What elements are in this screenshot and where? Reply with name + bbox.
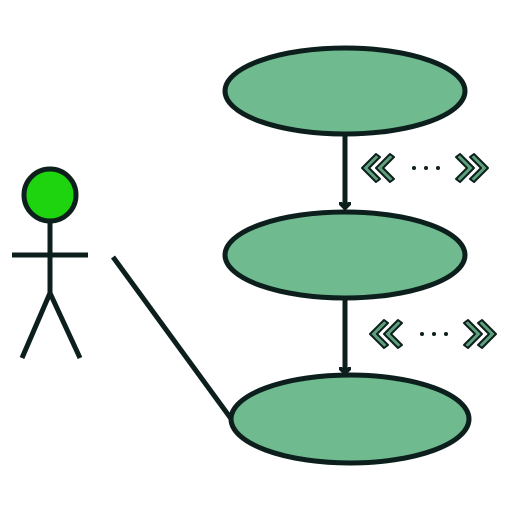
use-case-1-shape bbox=[222, 45, 468, 137]
left-guillemet-icon bbox=[361, 153, 395, 183]
actor-left-leg bbox=[19, 292, 53, 359]
left-guillemet-icon bbox=[369, 319, 403, 349]
ellipsis-icon bbox=[420, 332, 448, 336]
right-guillemet-icon bbox=[463, 319, 497, 349]
actor-right-leg bbox=[47, 291, 83, 360]
actor-association-line[interactable] bbox=[110, 255, 235, 422]
stereotype-marker-1 bbox=[361, 153, 489, 183]
use-case-3[interactable] bbox=[228, 372, 472, 466]
ellipsis-icon bbox=[412, 166, 440, 170]
actor-head bbox=[21, 166, 79, 224]
stereotype-marker-2 bbox=[369, 319, 497, 349]
right-guillemet-icon bbox=[455, 153, 489, 183]
actor[interactable] bbox=[12, 166, 88, 360]
use-case-3-shape bbox=[228, 372, 472, 466]
use-case-1[interactable] bbox=[222, 45, 468, 137]
use-case-2-shape bbox=[222, 209, 468, 301]
use-case-2[interactable] bbox=[222, 209, 468, 301]
